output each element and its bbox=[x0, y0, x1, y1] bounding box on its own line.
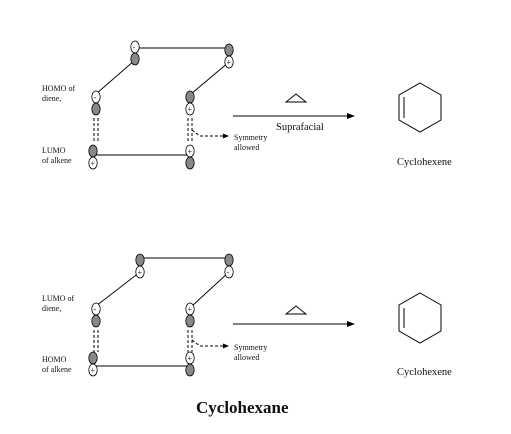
upper-orbital-label: diene, bbox=[42, 304, 61, 313]
p-orbital: + bbox=[88, 144, 98, 170]
p-orbital: + bbox=[185, 302, 195, 328]
p-orbital: + bbox=[224, 43, 234, 69]
lower-orbital-label: of alkene bbox=[42, 365, 72, 374]
cyclohexene-structure bbox=[398, 82, 442, 133]
lower-orbital-label: HOMO bbox=[42, 355, 67, 364]
cyclohexene-structure bbox=[398, 292, 442, 344]
upper-orbital-label: HOMO of bbox=[42, 84, 75, 93]
bond-line bbox=[95, 59, 136, 95]
orbital-sign: + bbox=[91, 366, 96, 375]
orbital-sign: + bbox=[138, 268, 143, 277]
panel-2: + - - + + + LUMO of diene, HOMO bbox=[42, 253, 452, 378]
p-orbital: - bbox=[130, 40, 140, 66]
heat-triangle-icon bbox=[284, 305, 308, 315]
p-orbital: + bbox=[185, 351, 195, 377]
panel-1: - + - + + + HOMO of diene, bbox=[42, 40, 452, 170]
p-orbital: - bbox=[91, 90, 101, 116]
orbital-sign: + bbox=[188, 147, 193, 156]
orbital-sign: + bbox=[227, 58, 232, 67]
orbital-sign: - bbox=[133, 43, 136, 52]
annotation-text: Symmetry bbox=[234, 133, 267, 142]
annotation-arrow bbox=[191, 129, 229, 139]
p-orbital: + bbox=[185, 144, 195, 170]
annotation-text: allowed bbox=[234, 143, 259, 152]
lower-orbital-label: LUMO bbox=[42, 146, 66, 155]
orbital-sign: + bbox=[188, 305, 193, 314]
annotation-text: Symmetry bbox=[234, 343, 267, 352]
p-orbital: - bbox=[91, 302, 101, 328]
orbital-sign: - bbox=[94, 93, 97, 102]
product-label: Cyclohexene bbox=[397, 157, 452, 168]
p-orbital: + bbox=[135, 253, 145, 279]
orbital-sign: + bbox=[188, 105, 193, 114]
bond-line bbox=[190, 61, 230, 95]
heat-triangle-icon bbox=[284, 93, 308, 103]
bond-line bbox=[95, 271, 141, 307]
upper-orbital-label: LUMO of bbox=[42, 294, 75, 303]
reaction-condition: Suprafacial bbox=[276, 122, 324, 133]
upper-orbital-label: diene, bbox=[42, 94, 61, 103]
product-label: Cyclohexene bbox=[397, 367, 452, 378]
p-orbital: + bbox=[88, 351, 98, 377]
p-orbital: - bbox=[224, 253, 234, 279]
bond-line bbox=[191, 271, 230, 307]
orbital-sign: - bbox=[94, 305, 97, 314]
orbital-sign: + bbox=[188, 354, 193, 363]
figure-caption: Cyclohexane bbox=[196, 398, 289, 417]
p-orbital: + bbox=[185, 90, 195, 116]
orbital-sign: + bbox=[91, 159, 96, 168]
annotation-arrow bbox=[191, 339, 229, 349]
annotation-text: allowed bbox=[234, 353, 259, 362]
orbital-sign: - bbox=[227, 268, 230, 277]
lower-orbital-label: of alkene bbox=[42, 156, 72, 165]
